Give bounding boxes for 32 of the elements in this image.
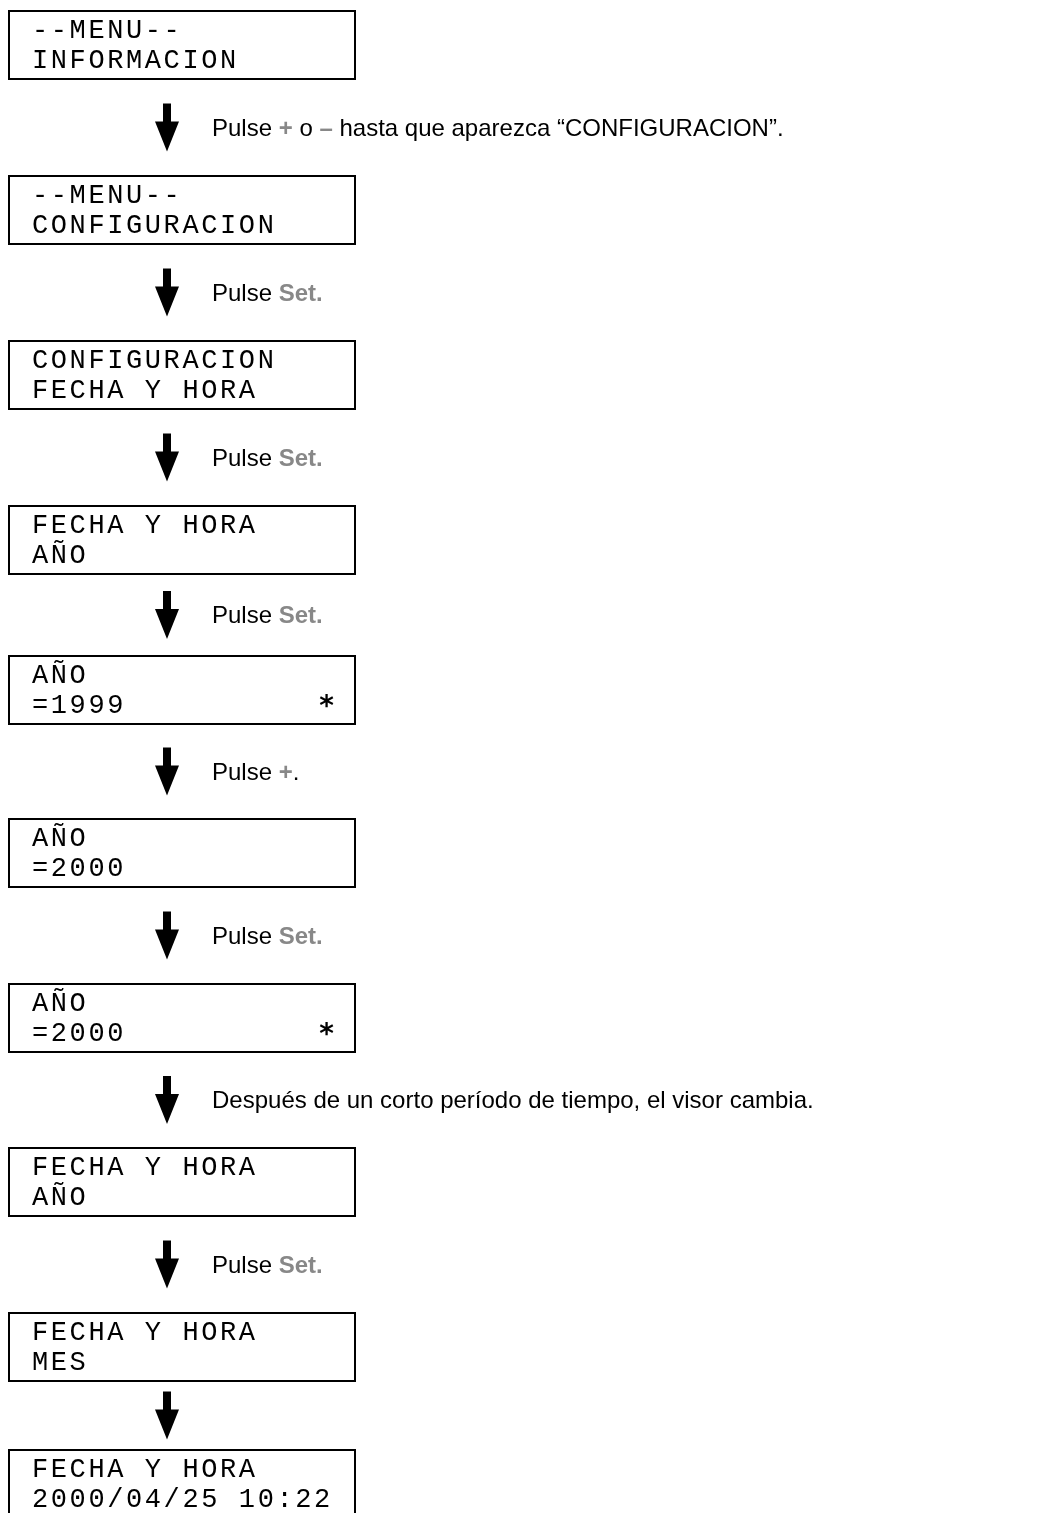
display-panel <box>8 1147 356 1217</box>
display-panel <box>8 1312 356 1382</box>
display-text: =2000 <box>32 854 126 884</box>
display-panel <box>8 10 356 80</box>
display-text: AÑO <box>32 824 89 854</box>
display-panel <box>8 983 356 1053</box>
display-text: CONFIGURACION <box>32 346 277 376</box>
display-text: FECHA Y HORA <box>32 1455 258 1485</box>
display-text: =1999 <box>32 691 126 721</box>
display-text: --MENU-- <box>32 181 183 211</box>
display-text: AÑO <box>32 989 89 1019</box>
display-text: AÑO <box>32 661 89 691</box>
display-panel <box>8 175 356 245</box>
display-text: MES <box>32 1348 89 1378</box>
display-panel <box>8 1449 356 1513</box>
display-text: --MENU-- <box>32 16 183 46</box>
display-text: INFORMACION <box>32 46 239 76</box>
display-text: CONFIGURACION <box>32 211 277 241</box>
display-text: FECHA Y HORA <box>32 1318 258 1348</box>
display-panel <box>8 505 356 575</box>
asterisk-mark: * <box>319 691 334 721</box>
display-panel <box>8 818 356 888</box>
asterisk-mark: * <box>319 1019 334 1049</box>
display-text: FECHA Y HORA <box>32 376 258 406</box>
display-text: 2000/04/25 10:22 <box>32 1485 333 1513</box>
display-text: =2000 <box>32 1019 126 1049</box>
display-text: AÑO <box>32 541 89 571</box>
display-panel <box>8 655 356 725</box>
display-text: FECHA Y HORA <box>32 511 258 541</box>
display-panel <box>8 340 356 410</box>
display-text: AÑO <box>32 1183 89 1213</box>
display-text: FECHA Y HORA <box>32 1153 258 1183</box>
